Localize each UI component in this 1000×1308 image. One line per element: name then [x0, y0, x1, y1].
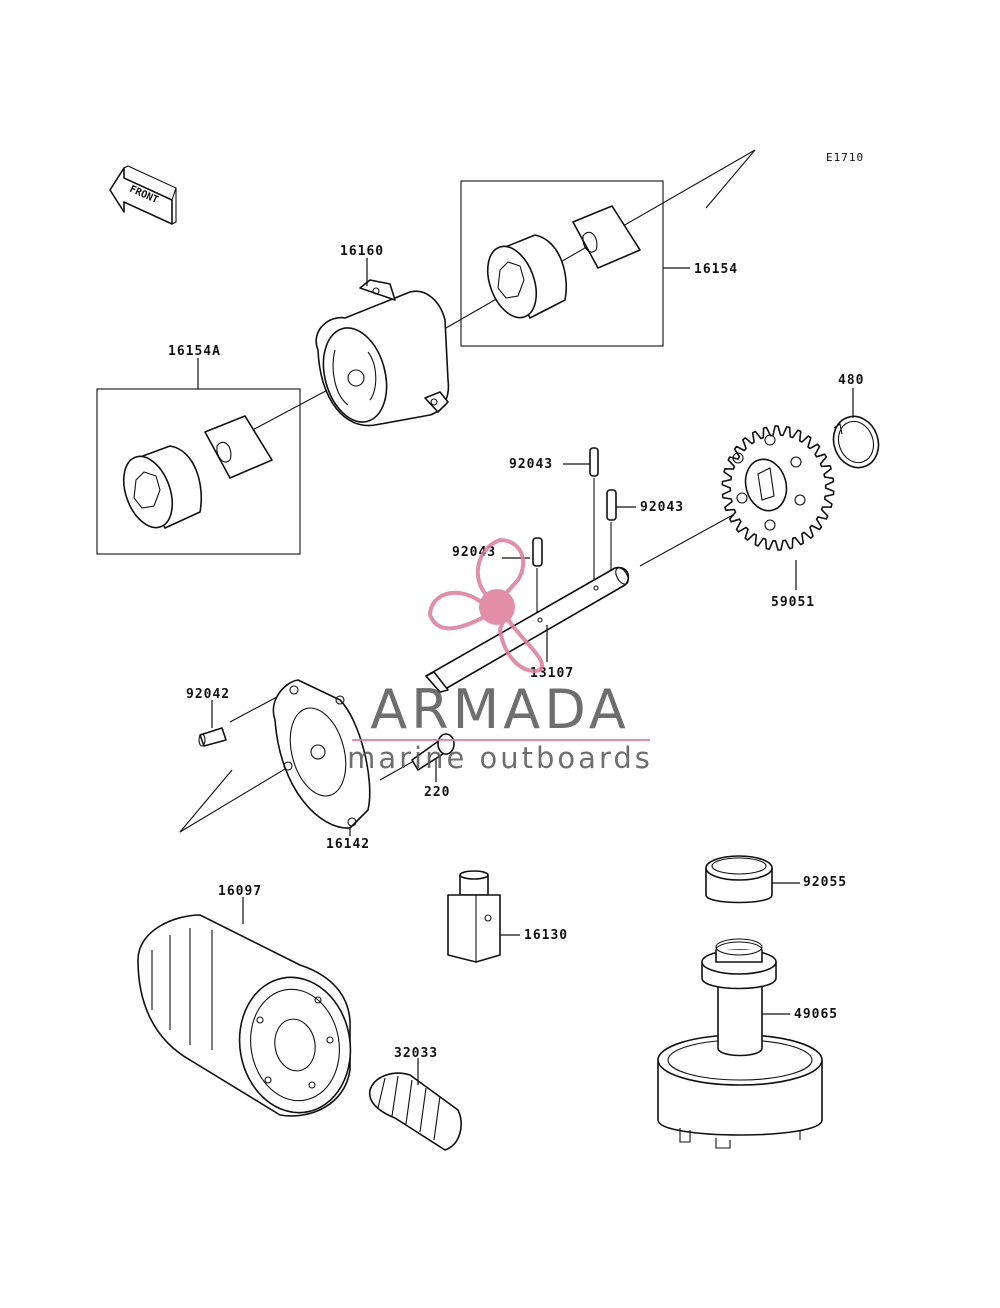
diagram-code: E1710: [826, 151, 864, 164]
drive-gear: [721, 425, 835, 551]
inner-rotor-upper: [572, 205, 641, 269]
label-16097: 16097: [218, 884, 262, 899]
oil-strainer: [657, 938, 823, 1149]
pin-lower: [532, 537, 543, 616]
label-220: 220: [424, 785, 450, 800]
dowel-pin: [198, 727, 227, 747]
pin-middle: [606, 489, 617, 575]
label-16160: 16160: [340, 244, 384, 259]
seal-cap: [705, 855, 773, 904]
label-16142: 16142: [326, 837, 370, 852]
label-32033: 32033: [394, 1046, 438, 1061]
outer-rotor-lower: [122, 445, 202, 529]
front-arrow-icon: FRONT: [109, 165, 177, 225]
bolt: [379, 733, 455, 781]
label-49065: 49065: [794, 1007, 838, 1022]
watermark-brand: ARMADA: [370, 678, 630, 741]
label-92055: 92055: [803, 875, 847, 890]
watermark-tagline: marine outboards: [347, 741, 653, 775]
label-92042: 92042: [186, 687, 230, 702]
pump-cover: [272, 679, 371, 829]
label-480: 480: [838, 373, 864, 388]
inner-rotor-lower: [204, 415, 273, 479]
label-92043-upper: 92043: [509, 457, 553, 472]
armada-watermark: ARMADA marine outboards: [347, 537, 653, 775]
pin-upper: [589, 447, 599, 580]
label-16154A: 16154A: [168, 344, 221, 359]
label-59051: 59051: [771, 595, 815, 610]
oil-filter: [137, 914, 352, 1117]
relief-spring: [368, 1072, 462, 1151]
propeller-logo-icon: [427, 537, 544, 673]
label-16130: 16130: [524, 928, 568, 943]
label-92043-middle: 92043: [640, 500, 684, 515]
pump-shaft: [425, 566, 630, 693]
pressure-fitting: [447, 870, 501, 963]
pump-body: [315, 279, 450, 427]
circlip: [832, 415, 880, 469]
outer-rotor-upper: [486, 234, 567, 319]
label-16154: 16154: [694, 262, 738, 277]
